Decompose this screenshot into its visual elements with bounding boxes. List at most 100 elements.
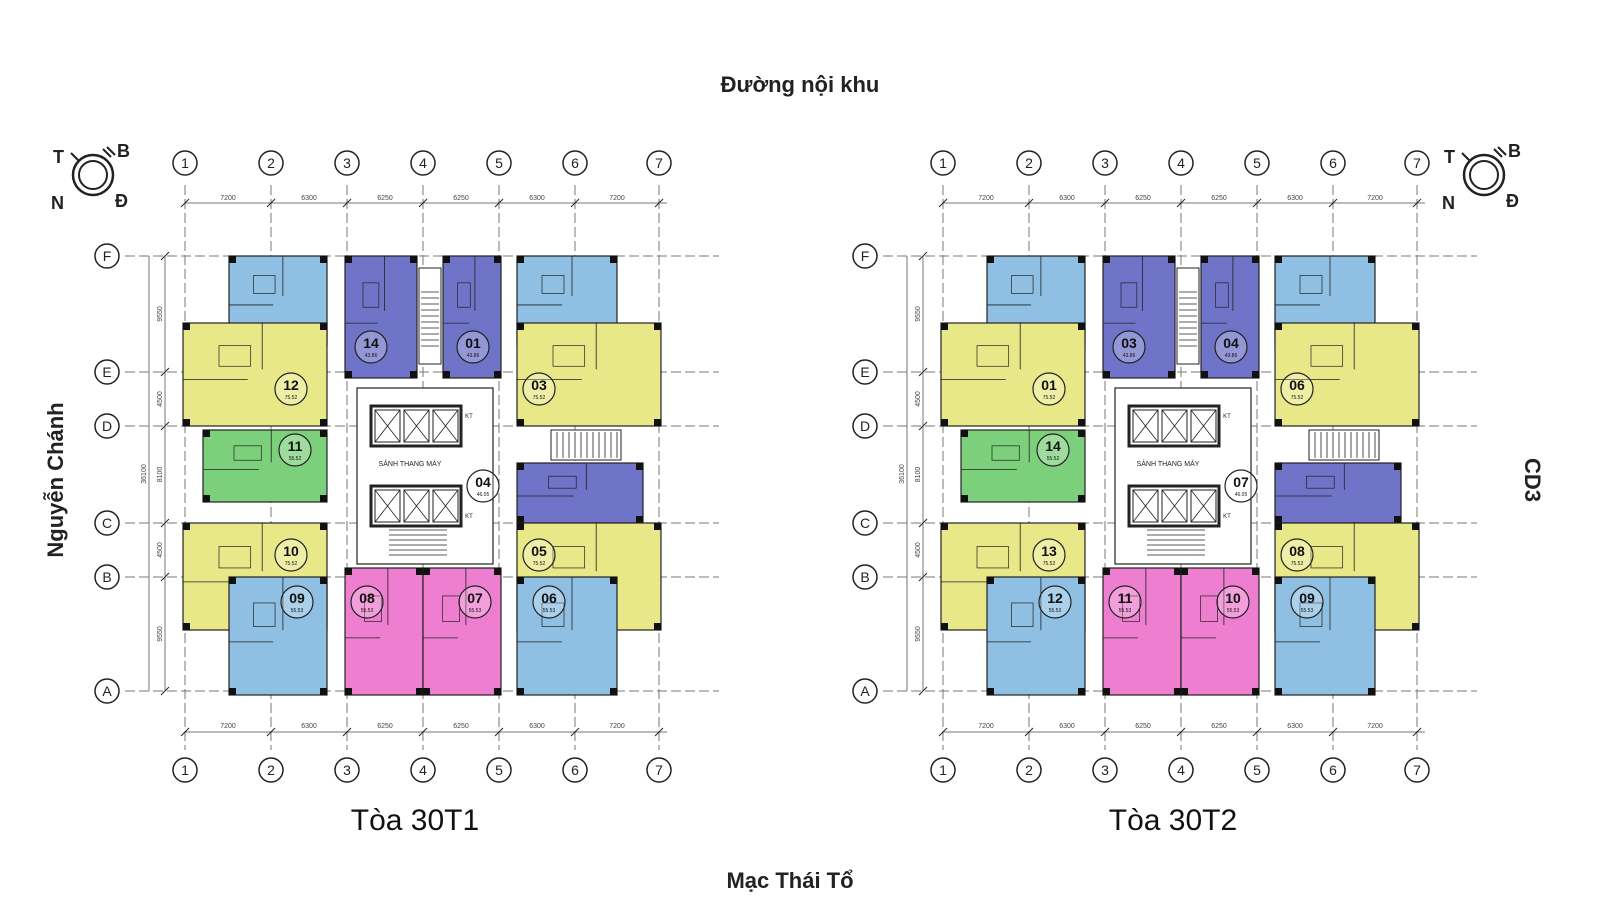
grid-column-label: 2 xyxy=(1025,155,1033,171)
unit-number: 10 xyxy=(283,543,299,559)
structural-column xyxy=(1275,688,1282,695)
column-spacing-label: 6300 xyxy=(301,723,317,730)
column-spacing-label: 6300 xyxy=(529,723,545,730)
dimension-tick xyxy=(180,198,190,208)
unit-number: 03 xyxy=(1121,335,1137,351)
column-spacing-label: 7200 xyxy=(978,195,994,202)
unit-area: 75.52 xyxy=(1043,395,1056,401)
grid-column-bubble xyxy=(334,757,360,783)
grid-column-label: 5 xyxy=(495,155,503,171)
grid-column-label: 6 xyxy=(571,155,579,171)
unit-badge xyxy=(1032,538,1066,572)
grid-column-bubble xyxy=(1320,150,1346,176)
unit-bathroom xyxy=(1299,602,1323,627)
dimension-tick xyxy=(918,518,928,528)
side-stair xyxy=(550,429,622,461)
grid-column-label: 7 xyxy=(1413,155,1421,171)
compass-inner-ring xyxy=(78,160,108,190)
structural-column xyxy=(1275,256,1282,263)
row-spacing-label: 4500 xyxy=(157,391,164,407)
structural-column xyxy=(494,256,501,263)
street-label-bottom: Mạc Thái Tổ xyxy=(726,868,853,893)
column-spacing-label: 7200 xyxy=(1367,723,1383,730)
unit-number: 08 xyxy=(359,590,375,606)
elevator-cross xyxy=(1190,489,1217,523)
structural-column xyxy=(1201,371,1208,378)
structural-column xyxy=(1252,371,1259,378)
structural-column xyxy=(229,577,236,584)
grid-column-label: 5 xyxy=(1253,762,1261,778)
apartment-unit-12 xyxy=(986,576,1086,696)
unit-badge xyxy=(1108,585,1142,619)
grid-column-bubble xyxy=(1092,757,1118,783)
compass-label-b: B xyxy=(117,141,130,161)
dimension-tick xyxy=(160,686,170,696)
structural-column xyxy=(1078,495,1085,502)
compass-tick xyxy=(70,152,80,162)
structural-column xyxy=(1412,623,1419,630)
column-spacing-label: 7200 xyxy=(609,195,625,202)
unit-badge xyxy=(354,330,388,364)
grid-column-label: 7 xyxy=(655,762,663,778)
structural-column xyxy=(1252,688,1259,695)
apartment-unit-14 xyxy=(344,255,418,379)
structural-column xyxy=(1368,256,1375,263)
structural-column xyxy=(1078,419,1085,426)
unit-bathroom xyxy=(1310,345,1344,367)
grid-column-label: 1 xyxy=(181,762,189,778)
dimension-tick xyxy=(266,198,276,208)
structural-column xyxy=(517,256,524,263)
unit-number: 11 xyxy=(1118,590,1133,606)
unit-number: 13 xyxy=(1041,543,1057,559)
structural-column xyxy=(494,371,501,378)
dimension-tick xyxy=(570,727,580,737)
row-spacing-label: 4500 xyxy=(915,391,922,407)
compass-label-d: Đ xyxy=(1506,191,1519,211)
dimension-tick xyxy=(918,686,928,696)
unit-number: 12 xyxy=(283,377,299,393)
overall-dimension-label: 36100 xyxy=(141,464,148,484)
dimension-tick xyxy=(180,727,190,737)
unit-bathroom xyxy=(1200,595,1219,622)
unit-bathroom xyxy=(233,445,262,461)
structural-column xyxy=(1168,256,1175,263)
apartment-unit-04 xyxy=(1200,255,1260,379)
unit-area: 75.52 xyxy=(533,561,546,567)
structural-column xyxy=(1394,463,1401,470)
structural-column xyxy=(320,323,327,330)
column-spacing-label: 6250 xyxy=(1211,195,1227,202)
unit-bathroom xyxy=(552,345,586,367)
grid-column-label: 7 xyxy=(1413,762,1421,778)
structural-column xyxy=(494,688,501,695)
elevator-cross xyxy=(374,409,401,443)
elevator-cross xyxy=(403,409,430,443)
unit-number: 06 xyxy=(1289,377,1305,393)
unit-area: 46.05 xyxy=(477,492,490,498)
grid-column-label: 3 xyxy=(343,155,351,171)
unit-area: 75.52 xyxy=(285,561,298,567)
apartment-unit-01 xyxy=(442,255,502,379)
dimension-tick xyxy=(418,727,428,737)
grid-column-bubble xyxy=(1016,150,1042,176)
unit-bathroom xyxy=(552,546,586,569)
column-spacing-label: 6250 xyxy=(453,195,469,202)
street-label-top: Đường nội khu xyxy=(721,72,880,97)
unit-area: 55.52 xyxy=(1047,456,1060,462)
compass-label-t: T xyxy=(1444,147,1455,167)
unit-bathroom xyxy=(457,282,471,308)
grid-row-bubble xyxy=(94,678,120,704)
structural-column xyxy=(654,419,661,426)
structural-column xyxy=(941,523,948,530)
apartment-unit-01 xyxy=(940,322,1086,427)
structural-column xyxy=(1181,568,1188,575)
structural-column xyxy=(410,371,417,378)
dimension-tick xyxy=(570,198,580,208)
grid-row-label: B xyxy=(860,569,869,585)
tower-2-plan: 1122334455667772007200630063006250625062… xyxy=(852,141,1521,837)
structural-column xyxy=(183,623,190,630)
grid-row-label: A xyxy=(860,683,870,699)
structural-column xyxy=(320,523,327,530)
structural-column xyxy=(517,323,524,330)
unit-number: 07 xyxy=(1233,474,1249,490)
unit-number: 04 xyxy=(475,474,491,490)
